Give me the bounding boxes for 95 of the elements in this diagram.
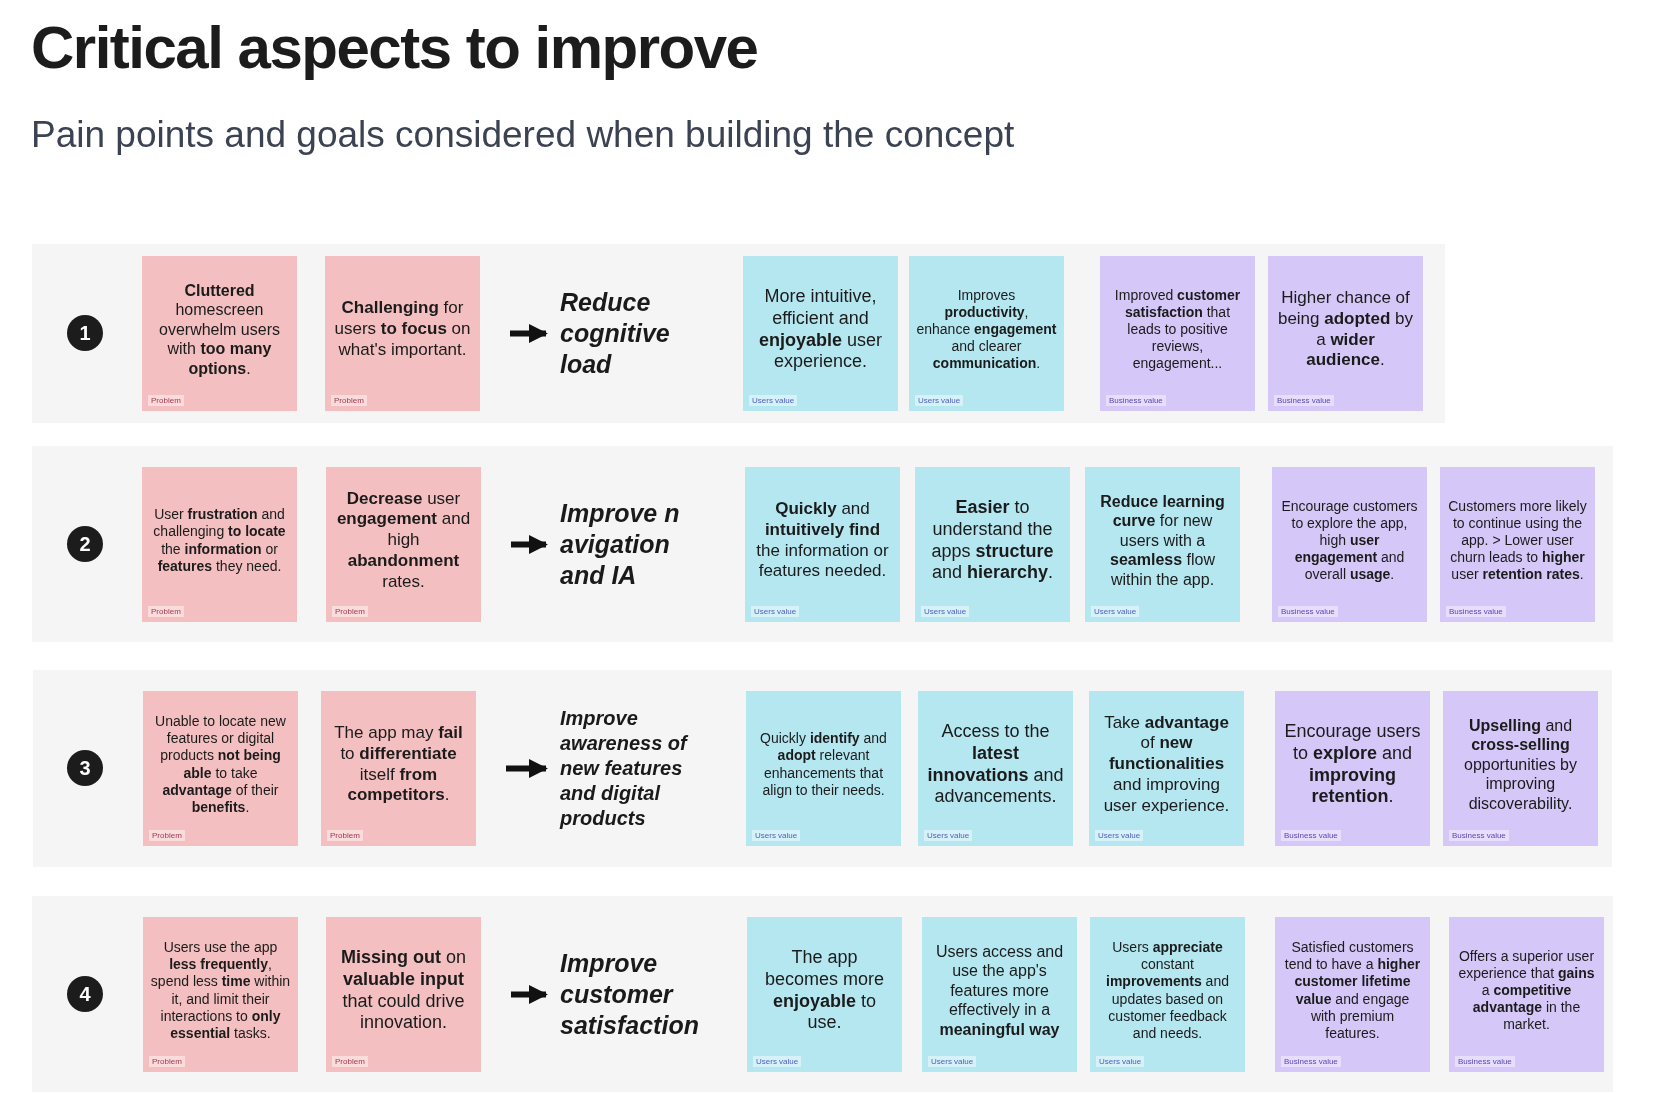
problem-sticky-note [326,467,481,622]
note-text: Challenging for users to focus on what's important. [333,298,472,361]
note-tag: Users value [928,1056,977,1067]
note-text: Encourage users to explore and improving retention. [1283,720,1422,809]
row-band [33,670,1612,867]
note-text: Decrease user engagement and high abandonment rates. [335,488,472,593]
note-text: The app becomes more enjoyable to use. [763,946,886,1035]
goal-text: Improve n avigation and IA [548,477,713,612]
note-text: Upselling and cross-selling opportunities by improving discoverability. [1463,715,1578,814]
note-text: Quickly identify and adopt relevant enhancements that align to their needs. [759,730,888,799]
page-title: Critical aspects to improve [31,18,758,78]
business-value-sticky-note [1440,467,1595,622]
note-tag: Users value [1096,1056,1145,1067]
note-tag: Problem [331,395,367,406]
user-value-sticky-note [1085,467,1240,622]
note-tag: Business value [1278,606,1338,617]
note-text: Quickly and intuitively find the information or features needed. [755,499,890,582]
note-text: The app may fail to differentiate itself from competitors. [333,723,464,806]
note-tag: Problem [148,606,184,617]
note-tag: Users value [1091,606,1140,617]
business-value-sticky-note [1275,691,1430,846]
note-text: Improves productivity, enhance engagement and clearer communication. [916,286,1057,373]
note-text: Reduce learning curve for new users with a seamless flow within the app. [1099,491,1226,590]
note-tag: Business value [1281,1056,1341,1067]
user-value-sticky-note [922,917,1077,1072]
problem-sticky-note [326,917,481,1072]
problem-sticky-note [142,467,297,622]
note-tag: Users value [915,395,964,406]
user-value-sticky-note [918,691,1073,846]
arrow [511,984,548,1005]
note-text: Users access and use the app's features more effectively in a meaningful way [934,941,1065,1040]
row-band [32,896,1613,1092]
note-tag: Problem [327,830,363,841]
note-tag: Business value [1274,395,1334,406]
note-text: Users appreciate constant improvements and updates based on customer feedback and needs. [1105,939,1230,1042]
note-text: Take advantage of new functionalities and improving user experience. [1102,712,1231,817]
user-value-sticky-note [1089,691,1244,846]
row-band [32,446,1613,642]
arrow [511,534,548,555]
problem-sticky-note [321,691,476,846]
note-tag: Business value [1106,395,1166,406]
note-text: Offers a superior user experience that gains a competitive advantage in the market. [1457,947,1596,1034]
note-tag: Users value [749,395,798,406]
note-tag: Business value [1281,830,1341,841]
business-value-sticky-note [1275,917,1430,1072]
business-value-sticky-note [1443,691,1598,846]
user-value-sticky-note [1090,917,1245,1072]
problem-sticky-note [143,691,298,846]
note-text: Access to the latest innovations and advancements. [926,720,1065,809]
note-tag: Problem [332,606,368,617]
goal-text: Improve awareness of new features and digital products [548,701,713,836]
note-tag: Problem [149,1056,185,1067]
note-text: Easier to understand the apps structure and hierarchy. [930,496,1055,585]
arrow [506,758,548,779]
note-text: Encourage customers to explore the app, high user engagement and overall usage. [1280,497,1419,584]
note-tag: Users value [753,1056,802,1067]
note-text: Users use the app less frequently, spend less time within it, and limit their interactions to only essential tasks. [150,939,291,1042]
note-text: User frustration and challenging to locate the information or features they need. [152,506,287,575]
business-value-sticky-note [1449,917,1604,1072]
goal-text: Reduce cognitive load [548,266,713,401]
note-text: Cluttered homescreen overwhelm users with too many options. [158,280,281,379]
user-value-sticky-note [747,917,902,1072]
business-value-sticky-note [1100,256,1255,411]
note-tag: Users value [752,830,801,841]
user-value-sticky-note [909,256,1064,411]
note-tag: Problem [149,830,185,841]
row-band [32,244,1445,423]
problem-sticky-note [325,256,480,411]
user-value-sticky-note [746,691,901,846]
note-tag: Users value [921,606,970,617]
note-tag: Users value [1095,830,1144,841]
problem-sticky-note [142,256,297,411]
user-value-sticky-note [745,467,900,622]
note-text: Higher chance of being adopted by a wider audience. [1276,288,1415,371]
note-text: Unable to locate new features or digital products not being able to take advantage of their benefits. [154,713,287,816]
user-value-sticky-note [915,467,1070,622]
note-tag: Users value [924,830,973,841]
problem-sticky-note [143,917,298,1072]
note-text: Customers more likely to continue using the app. > Lower user churn leads to higher user retention rates. [1447,497,1588,584]
business-value-sticky-note [1268,256,1423,411]
arrow [510,323,548,344]
note-tag: Users value [751,606,800,617]
note-text: Missing out on valuable input that could drive innovation. [340,946,467,1035]
note-tag: Problem [148,395,184,406]
note-tag: Business value [1449,830,1509,841]
business-value-sticky-note [1272,467,1427,622]
note-tag: Business value [1446,606,1506,617]
page-subtitle: Pain points and goals considered when building the concept [31,116,1015,153]
note-text: Improved customer satisfaction that leads to positive reviews, engagement... [1113,286,1242,373]
note-text: More intuitive, efficient and enjoyable user experience. [757,285,884,374]
note-tag: Problem [332,1056,368,1067]
note-text: Satisfied customers tend to have a higher customer lifetime value and engage with premium features. [1283,939,1422,1042]
note-tag: Business value [1455,1056,1515,1067]
user-value-sticky-note [743,256,898,411]
goal-text: Improve customer satisfaction [548,927,723,1062]
